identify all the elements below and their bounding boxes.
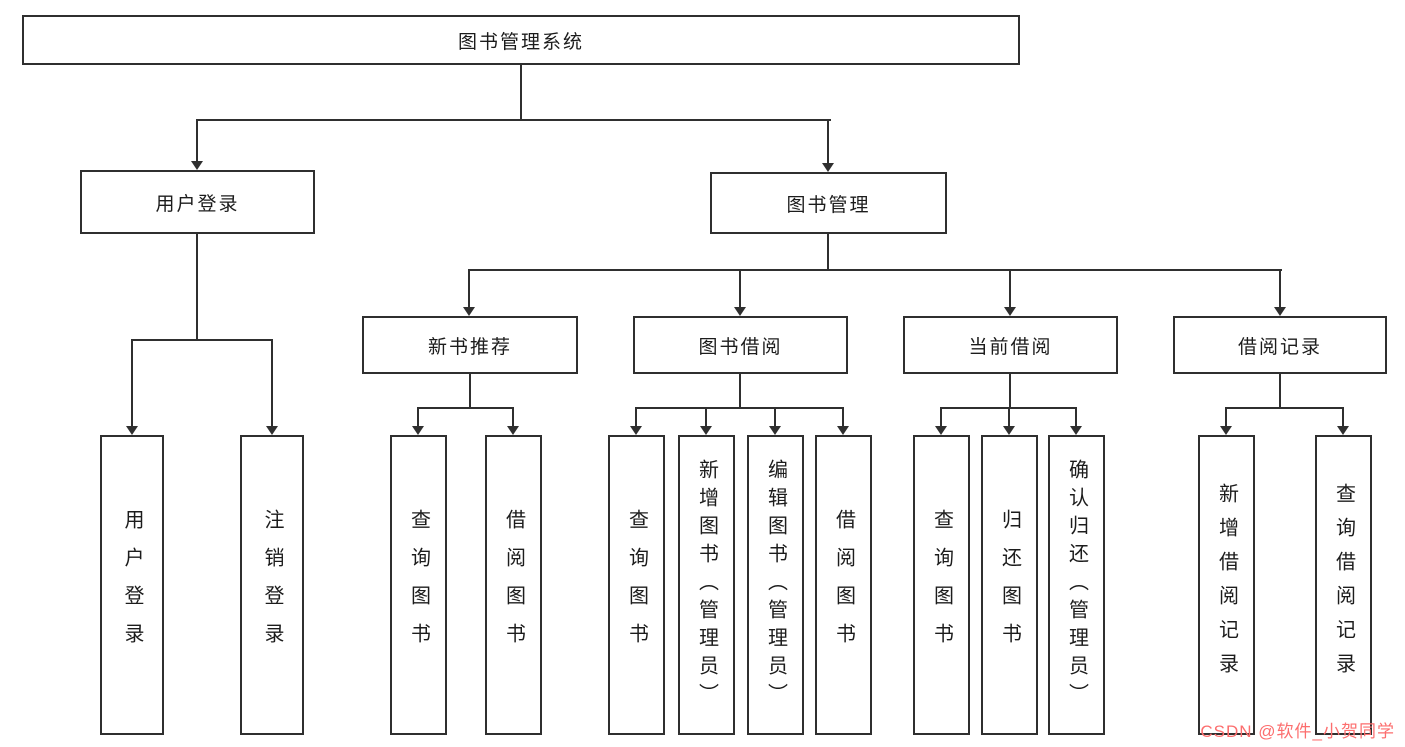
connector-line [739, 374, 741, 409]
connector-line [635, 407, 843, 409]
leaf-label: 借阅图书 [832, 509, 855, 661]
node-borrow-records: 借阅记录 [1173, 316, 1387, 374]
leaf-logout: 注销登录 [240, 435, 304, 735]
connector-line [1342, 407, 1344, 427]
arrowhead [630, 426, 642, 435]
leaf-query-borrow-record: 查询借阅记录 [1315, 435, 1372, 735]
connector-line [739, 269, 741, 308]
arrowhead [1004, 307, 1016, 316]
leaf-add-book-admin: 新增图书（管理员） [678, 435, 735, 735]
connector-line [1075, 407, 1077, 427]
leaf-label: 编辑图书（管理员） [764, 459, 787, 711]
connector-line [131, 339, 133, 427]
connector-line [705, 407, 707, 427]
leaf-label: 查询图书 [407, 509, 430, 661]
connector-line [1009, 374, 1011, 409]
connector-line [1279, 374, 1281, 409]
connector-line [512, 407, 514, 427]
connector-line [940, 407, 942, 427]
arrowhead [734, 307, 746, 316]
connector-line [1225, 407, 1227, 427]
leaf-query-book: 查询图书 [390, 435, 447, 735]
connector-line [468, 269, 1282, 271]
leaf-label: 查询图书 [625, 509, 648, 661]
connector-line [520, 65, 522, 120]
arrowhead [1337, 426, 1349, 435]
leaf-label: 确认归还（管理员） [1065, 459, 1088, 711]
arrowhead [1274, 307, 1286, 316]
connector-line [417, 407, 514, 409]
leaf-query-book: 查询图书 [913, 435, 970, 735]
node-user-login: 用户登录 [80, 170, 315, 234]
leaf-return-book: 归还图书 [981, 435, 1038, 735]
arrowhead [507, 426, 519, 435]
leaf-label: 用户登录 [121, 509, 143, 661]
connector-line [827, 234, 829, 271]
arrowhead [412, 426, 424, 435]
arrowhead [769, 426, 781, 435]
leaf-borrow-book: 借阅图书 [815, 435, 872, 735]
connector-line [1008, 407, 1010, 427]
node-root: 图书管理系统 [22, 15, 1020, 65]
arrowhead [266, 426, 278, 435]
connector-line [196, 119, 198, 163]
node-current-borrow: 当前借阅 [903, 316, 1118, 374]
connector-line [417, 407, 419, 427]
leaf-add-borrow-record: 新增借阅记录 [1198, 435, 1255, 735]
node-book-borrow: 图书借阅 [633, 316, 848, 374]
arrowhead [191, 161, 203, 170]
connector-line [635, 407, 637, 427]
connector-line [842, 407, 844, 427]
connector-line [131, 339, 273, 341]
node-book-management: 图书管理 [710, 172, 947, 234]
leaf-label: 借阅图书 [502, 509, 525, 661]
connector-line [774, 407, 776, 427]
connector-line [469, 374, 471, 409]
arrowhead [837, 426, 849, 435]
leaf-label: 归还图书 [998, 509, 1021, 661]
watermark: CSDN @软件_小贺同学 [1200, 722, 1395, 741]
leaf-label: 注销登录 [261, 509, 283, 661]
leaf-label: 查询图书 [930, 509, 953, 661]
arrowhead [1003, 426, 1015, 435]
leaf-borrow-book: 借阅图书 [485, 435, 542, 735]
connector-line [196, 234, 198, 341]
connector-line [1009, 269, 1011, 308]
arrowhead [463, 307, 475, 316]
connector-line [196, 119, 831, 121]
leaf-query-book: 查询图书 [608, 435, 665, 735]
connector-line [827, 119, 829, 165]
leaf-confirm-return-admin: 确认归还（管理员） [1048, 435, 1105, 735]
leaf-user-login: 用户登录 [100, 435, 164, 735]
arrowhead [1070, 426, 1082, 435]
node-new-book-recommend: 新书推荐 [362, 316, 578, 374]
arrowhead [935, 426, 947, 435]
leaf-edit-book-admin: 编辑图书（管理员） [747, 435, 804, 735]
arrowhead [126, 426, 138, 435]
connector-line [468, 269, 470, 308]
leaf-label: 查询借阅记录 [1332, 483, 1355, 687]
connector-line [271, 339, 273, 427]
arrowhead [822, 163, 834, 172]
connector-line [1225, 407, 1344, 409]
leaf-label: 新增借阅记录 [1215, 483, 1238, 687]
arrowhead [700, 426, 712, 435]
leaf-label: 新增图书（管理员） [695, 459, 718, 711]
connector-line [1279, 269, 1281, 308]
arrowhead [1220, 426, 1232, 435]
